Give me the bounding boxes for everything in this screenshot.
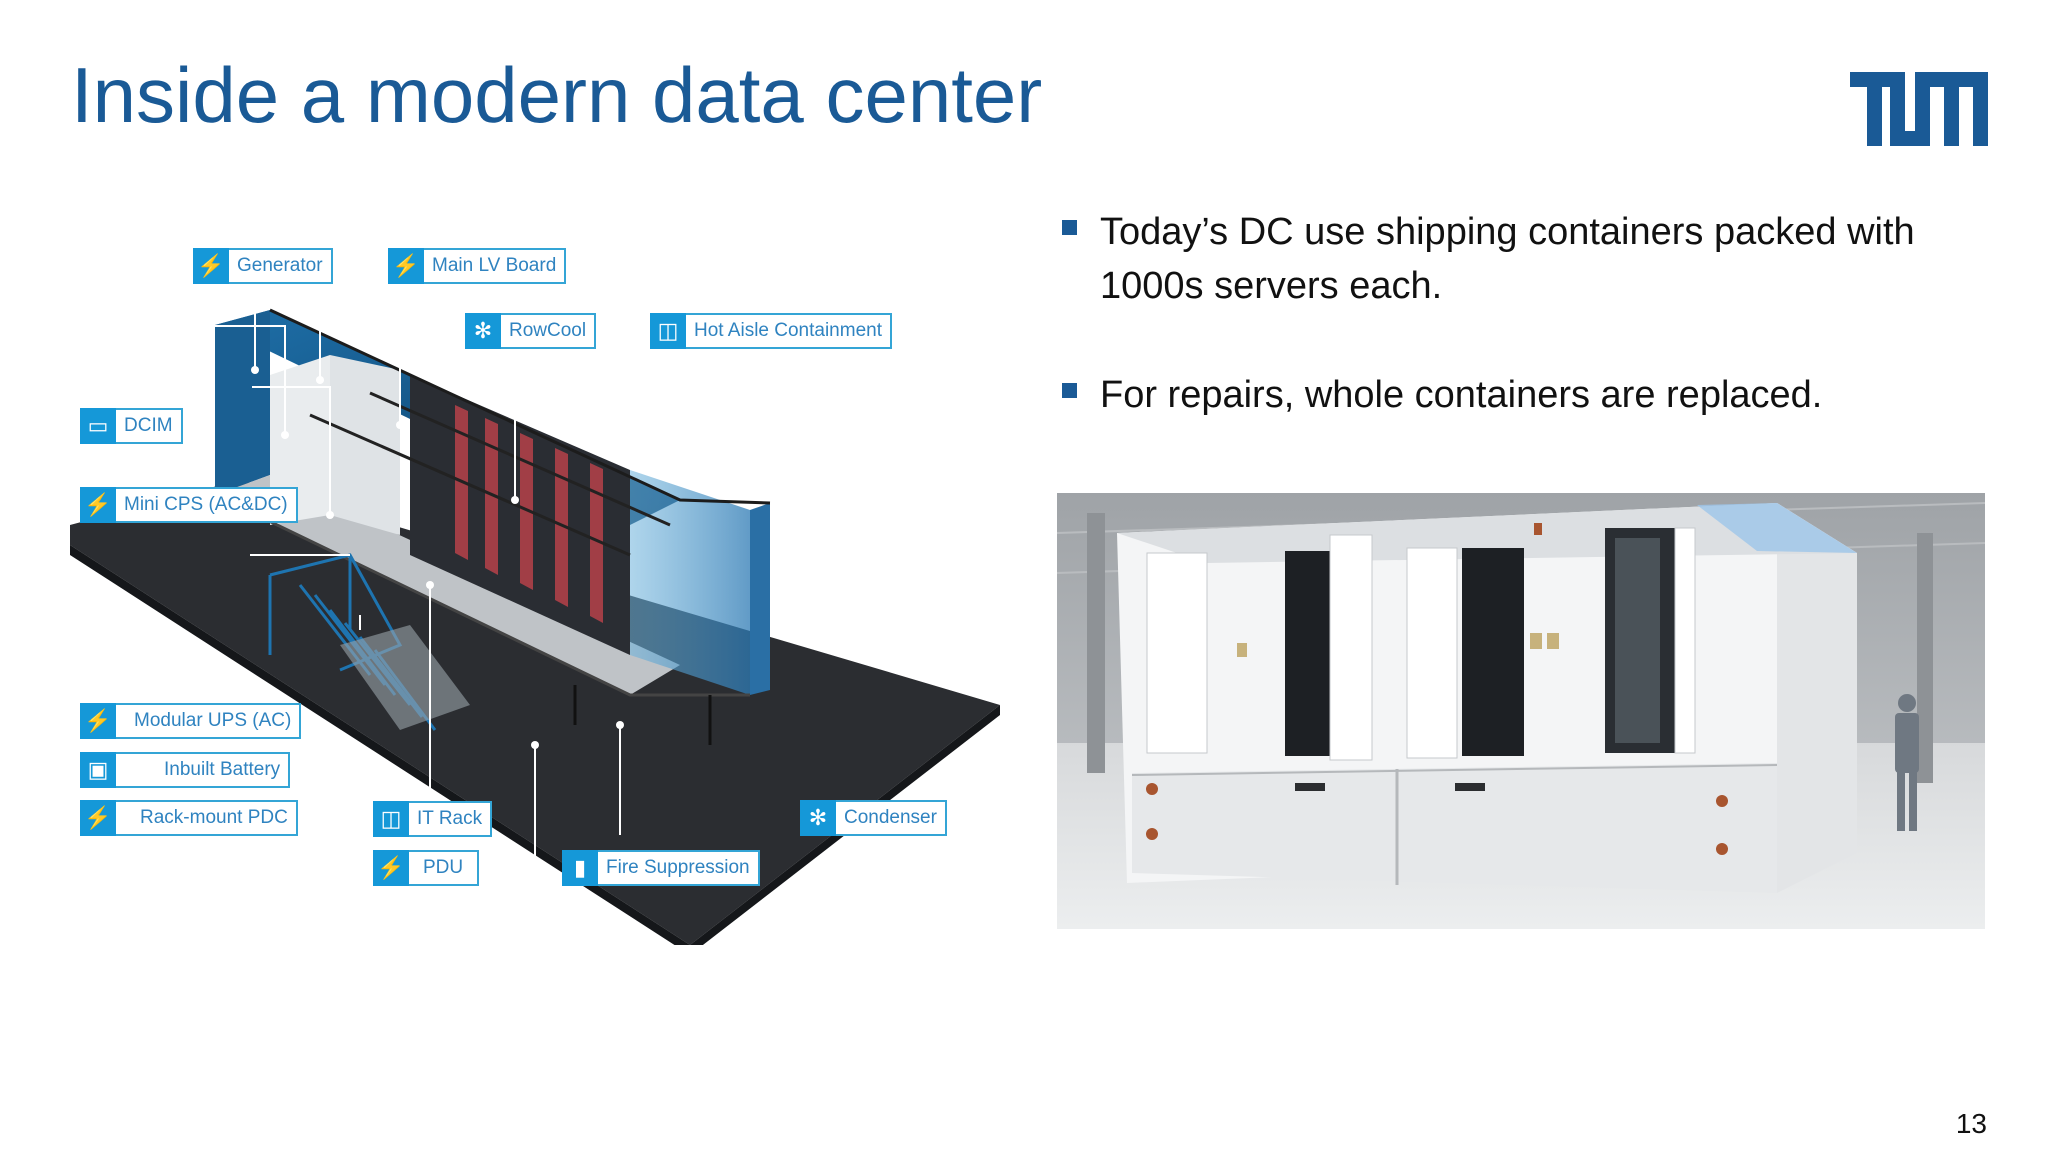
callout-fire-suppression: ▮ Fire Suppression — [562, 850, 760, 886]
callout-main-lv-board: ⚡ Main LV Board — [388, 248, 567, 284]
snowflake-icon: ✻ — [465, 313, 501, 349]
bullet-square-icon — [1062, 383, 1077, 398]
callout-rack-mount-pdc: ⚡ Rack-mount PDC — [80, 800, 298, 836]
data-center-diagram: ⚡ Generator ⚡ Main LV Board ✻ RowCool ◫ … — [70, 225, 1020, 945]
callout-generator: ⚡ Generator — [193, 248, 333, 284]
rack-icon: ◫ — [373, 801, 409, 837]
callout-modular-ups: ⚡ Modular UPS (AC) — [80, 703, 302, 739]
monitor-icon: ▭ — [80, 408, 116, 444]
container-illustration — [70, 240, 1000, 945]
door-icon: ◫ — [650, 313, 686, 349]
callout-condenser: ✻ Condenser — [800, 800, 947, 836]
callout-inbuilt-battery: ▣ Inbuilt Battery — [80, 752, 291, 788]
lightning-icon: ⚡ — [80, 703, 116, 739]
container-photo — [1057, 493, 1985, 929]
bullet-list: Today’s DC use shipping containers packe… — [1062, 205, 1992, 477]
page-number: 13 — [1955, 1108, 1987, 1139]
callout-rowcool: ✻ RowCool — [465, 313, 597, 349]
lightning-icon: ⚡ — [80, 800, 116, 836]
bullet-item: For repairs, whole containers are replac… — [1062, 368, 1992, 422]
lightning-icon: ⚡ — [388, 248, 424, 284]
snowflake-icon: ✻ — [800, 800, 836, 836]
callout-pdu: ⚡ PDU — [373, 850, 480, 886]
bullet-item: Today’s DC use shipping containers packe… — [1062, 205, 1992, 313]
tum-logo — [1850, 72, 1988, 146]
lightning-icon: ⚡ — [193, 248, 229, 284]
callout-dcim: ▭ DCIM — [80, 408, 183, 444]
extinguisher-icon: ▮ — [562, 850, 598, 886]
callout-mini-cps: ⚡ Mini CPS (AC&DC) — [80, 487, 298, 523]
slide-title: Inside a modern data center — [71, 51, 1043, 139]
bullet-square-icon — [1062, 220, 1077, 235]
callout-hot-aisle-containment: ◫ Hot Aisle Containment — [650, 313, 892, 349]
battery-icon: ▣ — [80, 752, 116, 788]
callout-it-rack: ◫ IT Rack — [373, 801, 493, 837]
lightning-icon: ⚡ — [373, 850, 409, 886]
lightning-icon: ⚡ — [80, 487, 116, 523]
